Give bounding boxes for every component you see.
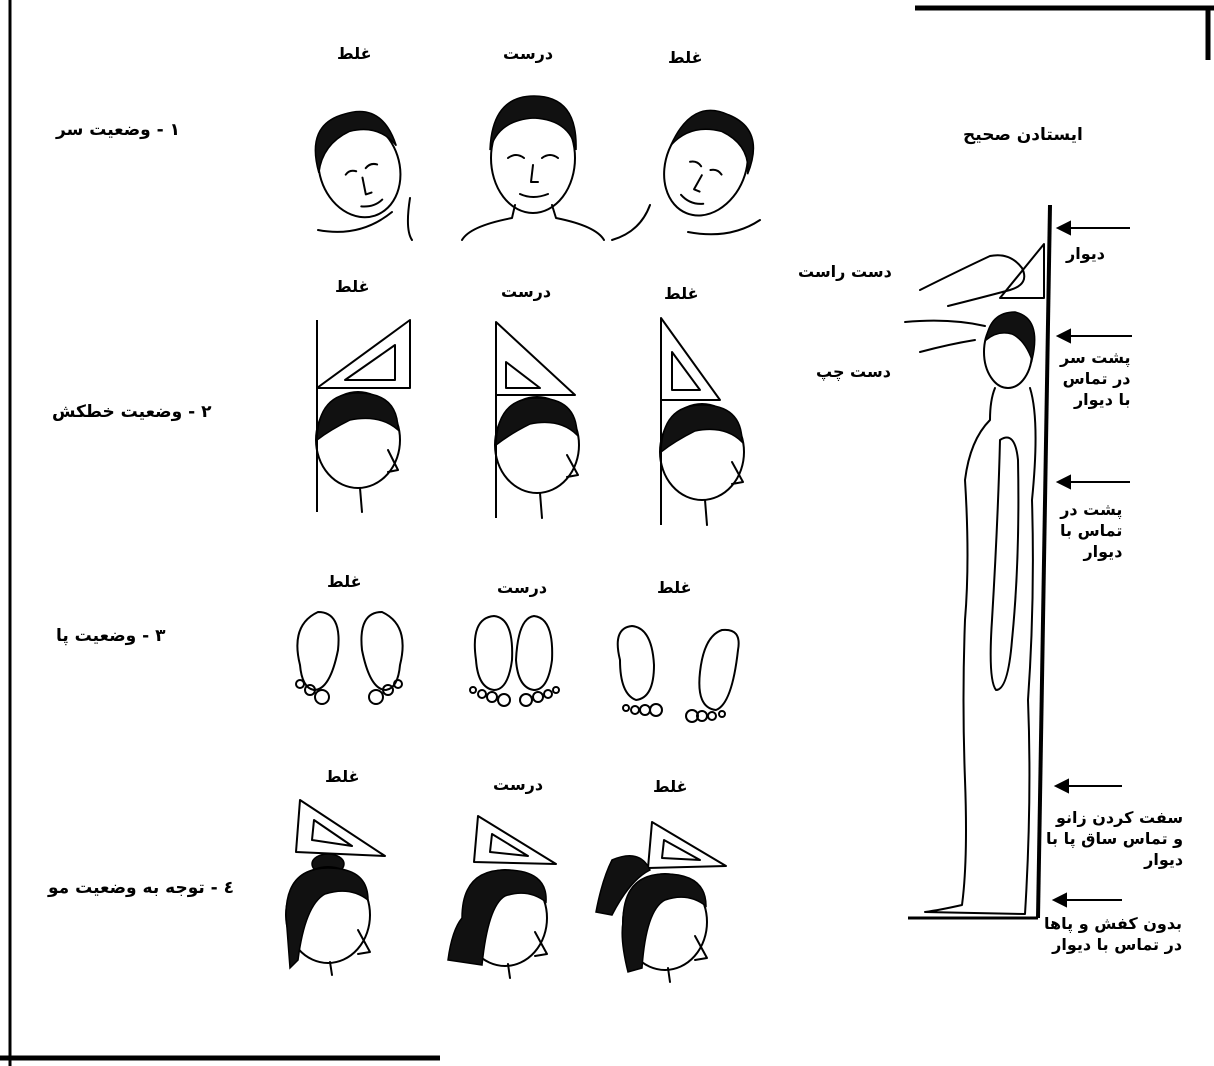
label-feet: بدون کفش و پاها در تماس با دیوار [1044,914,1182,956]
head-back-line-3: با دیوار [1060,390,1130,411]
label-wall: دیوار [1066,244,1105,265]
back-line-2: تماس با [1060,521,1122,542]
arrows [1054,222,1132,906]
head-back-line-2: در تماس [1060,369,1130,390]
label-back: پشت در تماس با دیوار [1060,500,1122,562]
label-knee: سفت کردن زانو و تماس ساق پا با دیوار [1046,808,1183,870]
back-line-1: پشت در [1060,500,1122,521]
feet-line-2: در تماس با دیوار [1044,935,1182,956]
head-back-line-1: پشت سر [1060,348,1130,369]
label-left-hand: دست چپ [816,362,891,383]
back-line-3: دیوار [1060,542,1122,563]
knee-line-3: دیوار [1046,850,1183,871]
feet-line-1: بدون کفش و پاها [1044,914,1182,935]
knee-line-2: و تماس ساق پا با [1046,829,1183,850]
label-right-hand: دست راست [798,262,892,283]
label-head-back: پشت سر در تماس با دیوار [1060,348,1130,410]
knee-line-1: سفت کردن زانو [1046,808,1183,829]
